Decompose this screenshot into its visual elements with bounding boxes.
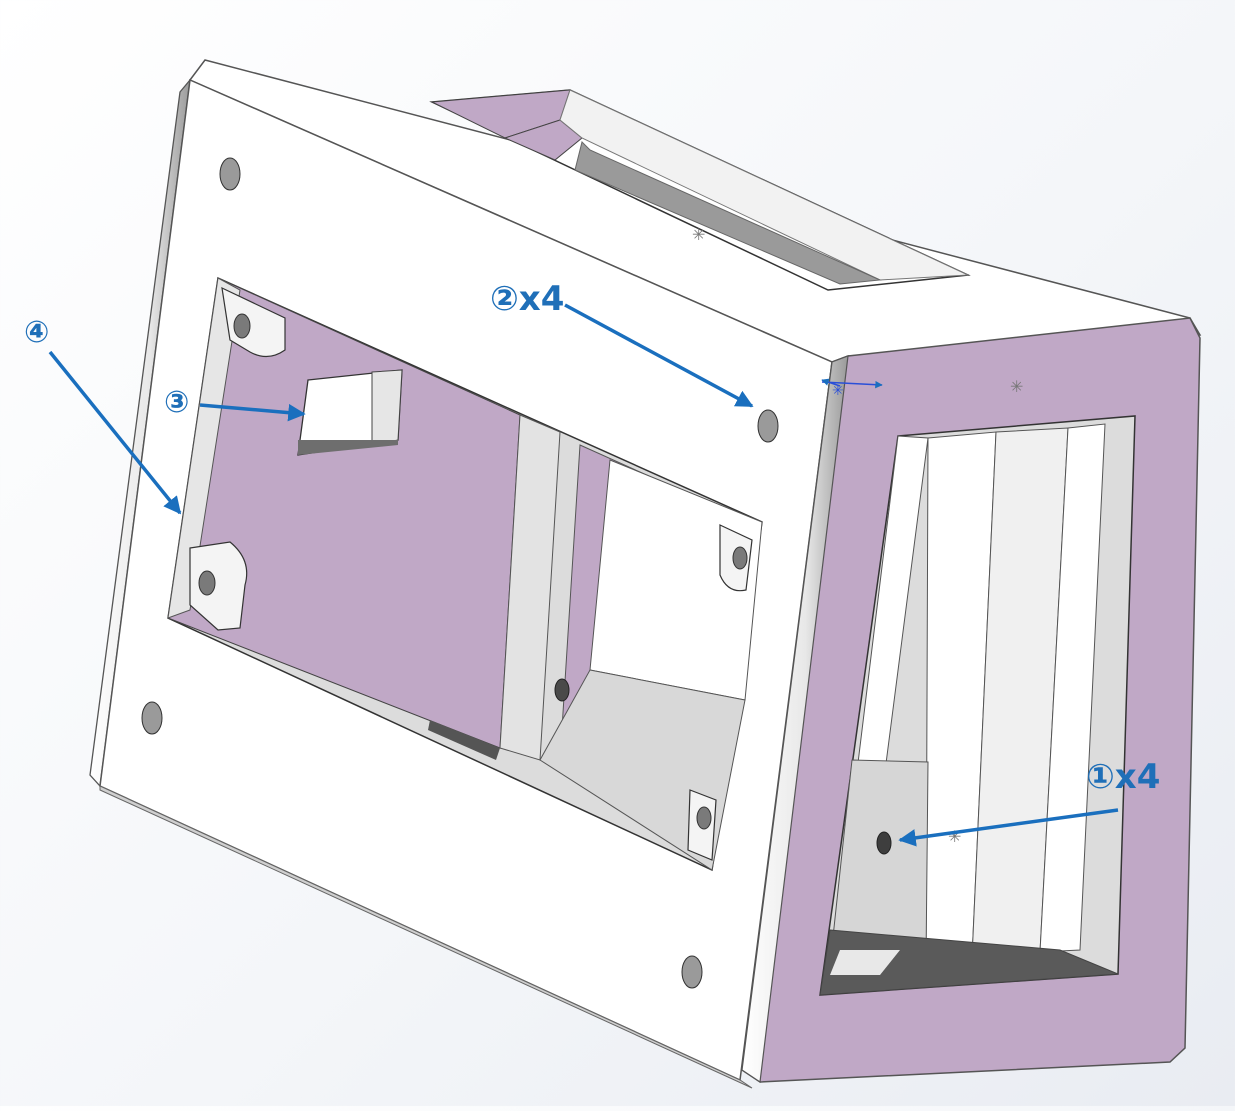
- svg-text:✳: ✳: [948, 827, 961, 846]
- arrow-4: [48, 350, 182, 515]
- callout-label-1: ①x4: [1086, 757, 1161, 797]
- sketch-dimension-marker: ✳: [821, 378, 883, 399]
- boss-bottom-left: [189, 541, 248, 631]
- square-opening: [297, 369, 403, 456]
- front-mounting-holes: [141, 157, 779, 989]
- arrow-2: [564, 303, 754, 408]
- callout-label-2: ②x4: [490, 279, 565, 319]
- front-right-edge: [741, 355, 849, 1084]
- arrow-1: [898, 808, 1119, 847]
- svg-text:✳: ✳: [832, 383, 844, 399]
- svg-text:✳: ✳: [1010, 377, 1023, 396]
- bottom-edge: [99, 785, 753, 1089]
- svg-text:✳: ✳: [692, 225, 705, 244]
- callout-label-3: ③: [164, 385, 190, 420]
- boss-top-left: [221, 286, 286, 358]
- arrow-3: [199, 403, 306, 422]
- callout-arrows: [48, 303, 1119, 847]
- callout-label-4: ④: [24, 315, 50, 350]
- boss-bottom-right: [687, 789, 717, 861]
- boss-top-right: [719, 524, 753, 592]
